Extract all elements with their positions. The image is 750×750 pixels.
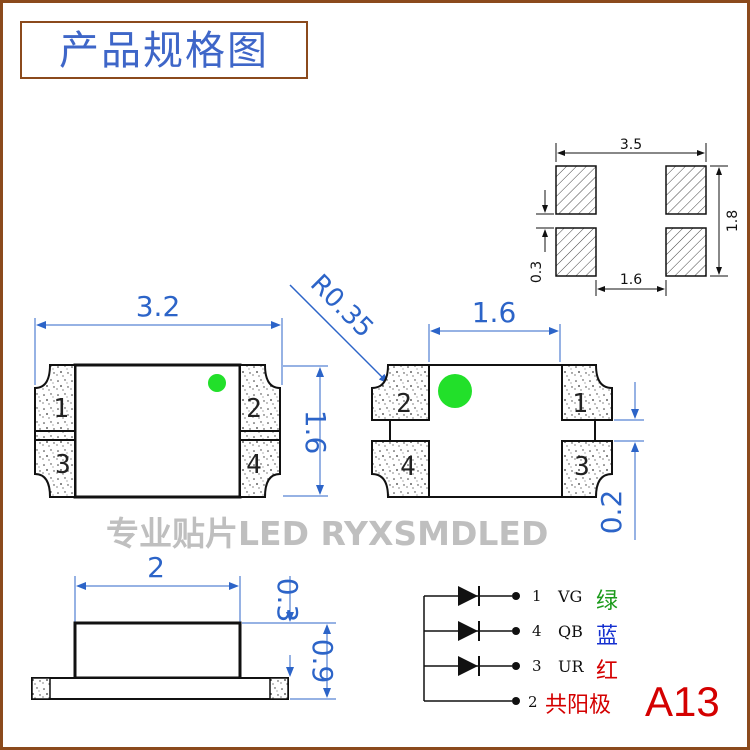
side-lens-label: 0.3 bbox=[271, 578, 304, 623]
top-pin-3: 3 bbox=[55, 450, 71, 480]
top-pin-2: 2 bbox=[246, 394, 262, 424]
side-right-terminal bbox=[269, 677, 289, 700]
bottom-view: R0.35 1.6 2 1 4 3 0.2 bbox=[289, 269, 644, 540]
bottom-gap-label: 0.2 bbox=[595, 490, 628, 535]
diode-blue-icon bbox=[458, 621, 478, 641]
diode-row-green: 1 VG 绿 bbox=[424, 586, 618, 614]
pad-top-left bbox=[555, 165, 597, 215]
bottom-pad-3 bbox=[561, 440, 613, 498]
diode-red-icon bbox=[458, 656, 478, 676]
legend-code-vg: VG bbox=[557, 587, 582, 606]
side-height-label: 0.9 bbox=[306, 639, 339, 684]
diode-row-red: 3 UR 红 bbox=[424, 656, 618, 684]
pad-top-right bbox=[665, 165, 707, 215]
pad-width-label: 3.5 bbox=[620, 137, 642, 153]
diode-green-icon bbox=[458, 586, 478, 606]
diode-row-blue: 4 QB 蓝 bbox=[424, 621, 618, 649]
side-length-label: 2 bbox=[147, 551, 165, 584]
page-title: 产品规格图 bbox=[59, 28, 269, 74]
bottom-span-label: 1.6 bbox=[472, 296, 517, 329]
bottom-pin-2: 2 bbox=[396, 389, 412, 419]
schematic: 1 VG 绿 4 QB 蓝 3 UR 红 2 共阳极 A13 bbox=[423, 586, 720, 725]
legend-pin-1: 1 bbox=[532, 587, 542, 605]
top-pin-1: 1 bbox=[53, 394, 69, 424]
title-box: 产品规格图 bbox=[20, 21, 308, 79]
pad-inner-label: 1.6 bbox=[620, 272, 642, 288]
pad-gap-label: 0.3 bbox=[529, 261, 545, 283]
legend-pin-3: 3 bbox=[532, 657, 542, 675]
top-width-label: 1.6 bbox=[299, 410, 332, 455]
legend-pin-2: 2 bbox=[528, 693, 538, 711]
watermark: 专业贴片LED RYXSMDLED bbox=[106, 514, 548, 553]
legend-code-ur: UR bbox=[558, 657, 584, 676]
legend-code-qb: QB bbox=[558, 622, 583, 641]
top-view: 3.2 1 2 3 4 1.6 bbox=[34, 290, 332, 499]
model-number: A13 bbox=[645, 678, 720, 725]
side-substrate bbox=[31, 677, 289, 700]
pad-bottom-right bbox=[665, 227, 707, 277]
pad-bottom-left bbox=[555, 227, 597, 277]
bottom-led-indicator bbox=[438, 374, 472, 408]
bottom-pad-4 bbox=[371, 440, 430, 498]
radius-leader bbox=[289, 284, 389, 384]
pad-height-label: 1.8 bbox=[725, 210, 741, 232]
legend-name-green: 绿 bbox=[596, 589, 618, 614]
legend-common-anode: 共阳极 bbox=[545, 693, 611, 718]
side-lens bbox=[73, 621, 242, 680]
top-length-label: 3.2 bbox=[136, 290, 181, 323]
bottom-pin-4: 4 bbox=[400, 452, 416, 482]
radius-label: R0.35 bbox=[304, 269, 379, 344]
legend-name-blue: 蓝 bbox=[596, 624, 618, 649]
legend-pin-4: 4 bbox=[532, 622, 542, 640]
bottom-pad-1 bbox=[561, 364, 613, 421]
bottom-pin-3: 3 bbox=[574, 452, 590, 482]
bottom-pad-2 bbox=[371, 364, 430, 421]
pad-layout: 3.5 1.8 0.3 1.6 bbox=[529, 137, 741, 296]
legend-name-red: 红 bbox=[596, 659, 618, 684]
bottom-pin-1: 1 bbox=[572, 389, 588, 419]
top-pin-4: 4 bbox=[246, 450, 262, 480]
common-terminal-dot bbox=[512, 697, 520, 705]
side-left-terminal bbox=[31, 677, 51, 700]
side-view: 2 0.3 0.9 bbox=[31, 551, 339, 700]
top-led-indicator bbox=[208, 374, 226, 392]
